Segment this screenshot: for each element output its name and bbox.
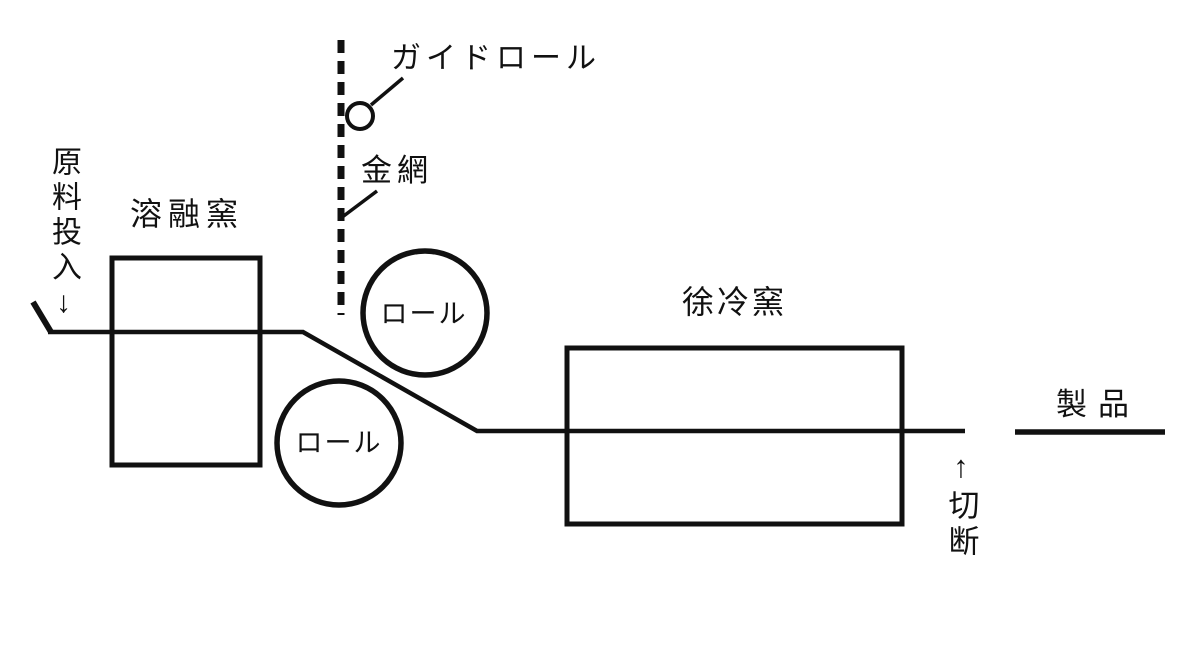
product-label: 製品 [1056,387,1140,422]
annealing-furnace-box [564,345,905,527]
annealing-furnace-label: 徐冷窯 [682,284,788,320]
wire-mesh-leader-line [339,189,379,220]
upper-roll-label: ロール [380,298,468,329]
raw-material-input-label: 原料投入↓ [47,146,80,324]
melting-furnace-label: 溶融窯 [130,196,245,232]
guide-roll-label: ガイドロール [391,42,601,75]
guide-roll-circle [345,101,375,131]
upper-roll-circle [360,248,490,378]
lower-roll-circle [274,378,404,508]
wire-mesh-label: 金網 [361,153,433,188]
guide-roll-leader-line [369,76,405,107]
feed-chute-tick [30,300,54,334]
cutting-label: ↑切断 [943,449,979,561]
lower-roll-label: ロール [295,427,383,458]
melting-furnace-box [109,255,263,468]
glass-ribbon-line [48,329,965,434]
